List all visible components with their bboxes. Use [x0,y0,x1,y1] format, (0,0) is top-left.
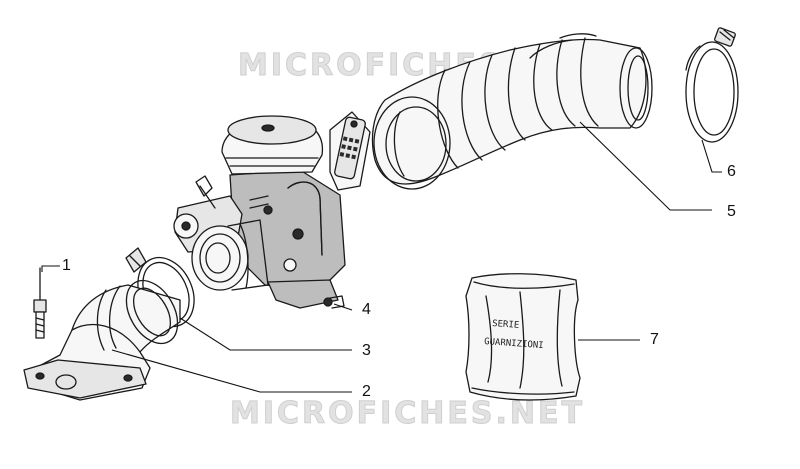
callout-7: 7 [650,331,659,348]
callout-4: 4 [362,301,371,318]
gasket-kit-part-7: SERIE GUARNIZIONI [465,273,581,401]
callout-1: 1 [62,257,71,274]
hose-clamp-part-6 [685,27,739,143]
watermark-bottom: MICROFICHES.NET [230,396,585,432]
carburettor-assembly [173,111,371,309]
intake-manifold-part-2 [23,279,181,401]
leader-lines [41,121,722,393]
bolt-part-1 [33,267,47,339]
callout-5: 5 [727,203,736,220]
clamp-part-3 [125,247,195,328]
callout-6: 6 [727,163,736,180]
callout-3: 3 [362,342,371,359]
air-hose-part-5 [371,33,653,190]
kit-label-line2: GUARNIZIONI [484,337,544,351]
kit-label-line1: SERIE [492,319,520,331]
callout-2: 2 [362,383,371,400]
